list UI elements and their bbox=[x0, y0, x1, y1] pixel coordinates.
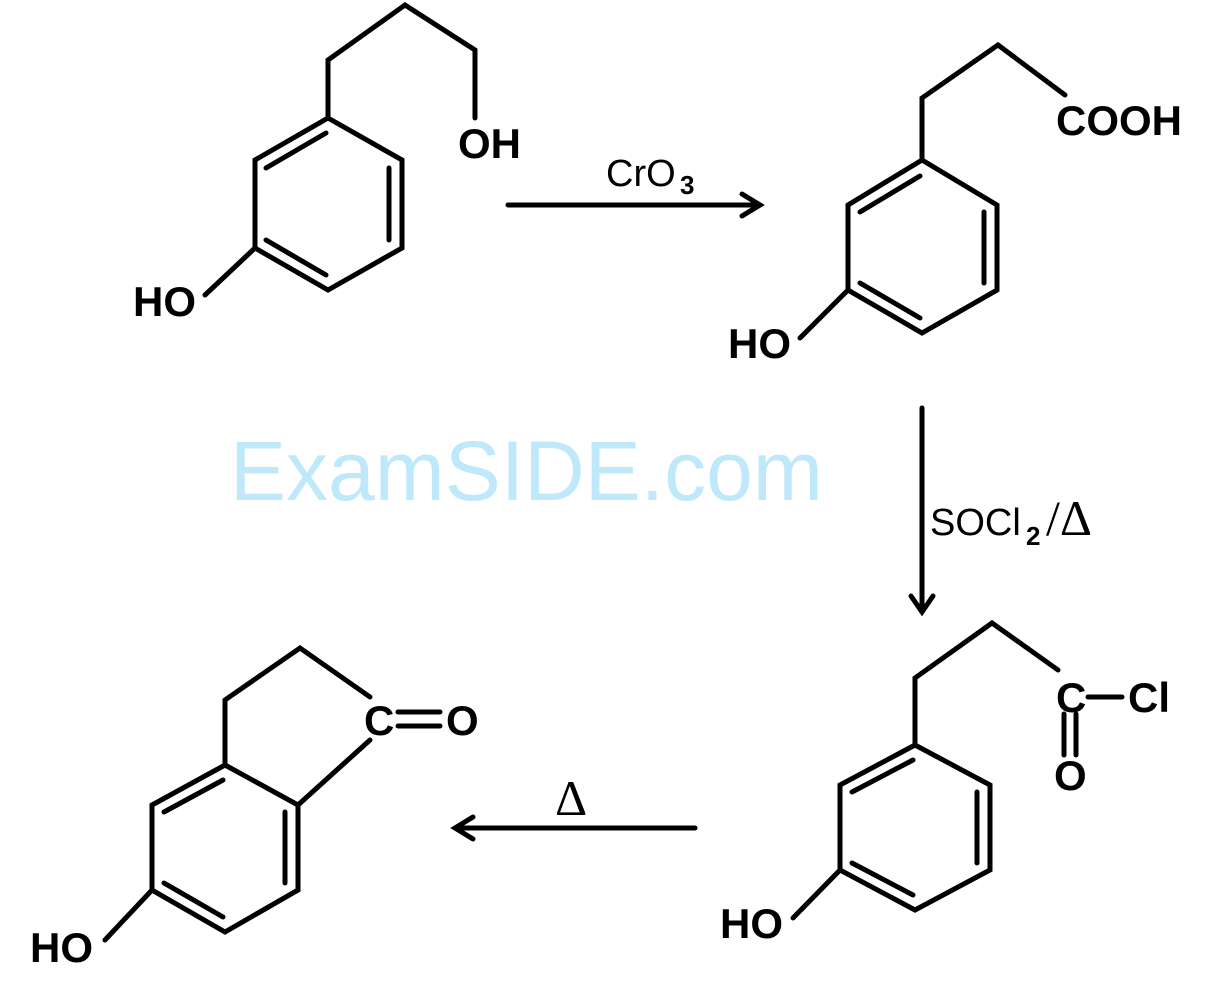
reagent-socl2-heat: /Δ bbox=[1046, 490, 1092, 546]
chlorine-label: Cl bbox=[1128, 674, 1170, 721]
cooh-label: COOH bbox=[1056, 97, 1182, 144]
hydroxyl-label: HO bbox=[133, 278, 196, 325]
arrow-step2: SOCl 2 /Δ bbox=[908, 405, 1092, 617]
arrow-step3: Δ bbox=[450, 770, 698, 842]
reagent-socl2: SOCl bbox=[930, 502, 1021, 544]
hydroxyl-label: HO bbox=[30, 924, 93, 971]
hydroxyl-label: HO bbox=[720, 900, 783, 947]
molecule-product: C O HO bbox=[30, 644, 479, 971]
reagent-heat: Δ bbox=[555, 770, 587, 826]
molecule-start: HO OH bbox=[133, 1, 521, 325]
carbon-label: C bbox=[364, 697, 394, 744]
reagent-socl2-subscript: 2 bbox=[1026, 521, 1040, 551]
reagent-cro3: CrO bbox=[606, 153, 676, 195]
terminal-oh-label: OH bbox=[458, 120, 521, 167]
arrow-step1: CrO 3 bbox=[505, 153, 765, 219]
oxygen-label: O bbox=[1054, 752, 1087, 799]
oxygen-label: O bbox=[446, 697, 479, 744]
molecule-acyl-chloride: C Cl O HO bbox=[720, 619, 1170, 947]
watermark: ExamSIDE.com bbox=[230, 424, 823, 518]
reagent-cro3-subscript: 3 bbox=[680, 170, 694, 200]
molecule-acid: HO COOH bbox=[728, 41, 1182, 367]
hydroxyl-label: HO bbox=[728, 320, 791, 367]
carbon-label: C bbox=[1056, 674, 1086, 721]
